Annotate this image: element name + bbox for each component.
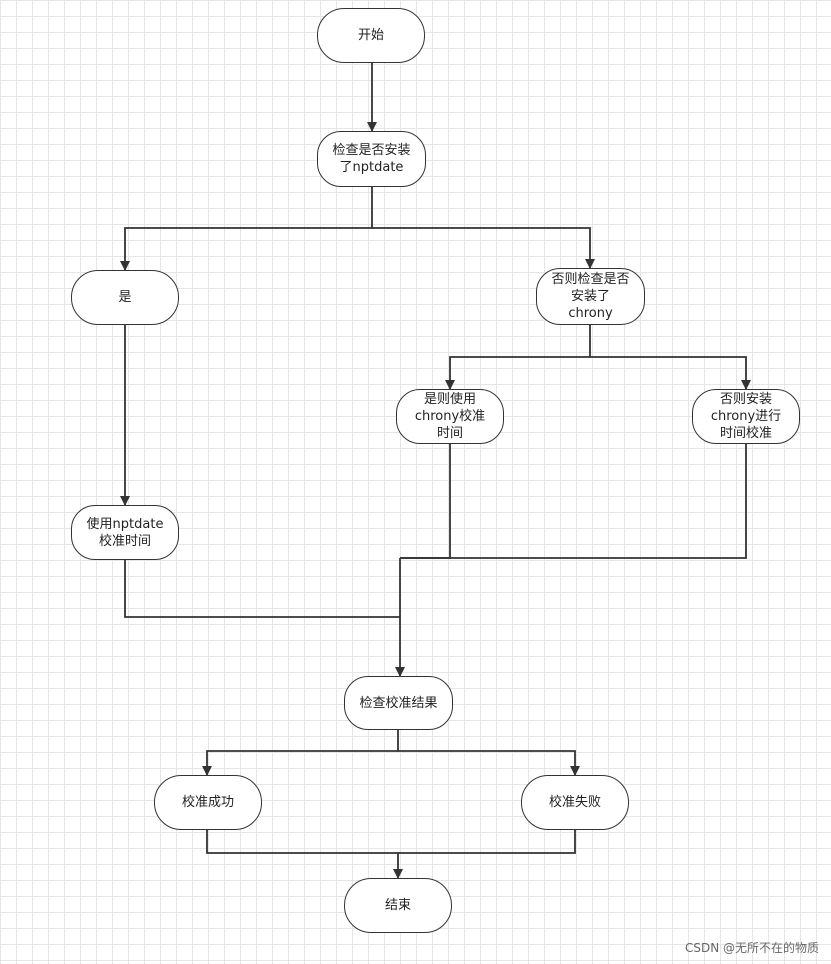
node-use-ntpdate: 使用nptdate 校准时间 bbox=[71, 505, 179, 560]
node-check-result: 检查校准结果 bbox=[344, 676, 453, 730]
edge-use-chrony-to-merge bbox=[400, 444, 451, 559]
edge-check-result-to-success bbox=[202, 729, 399, 776]
node-else-check-chrony: 否则检查是否 安装了 chrony bbox=[536, 268, 645, 325]
edge-success-to-end bbox=[206, 830, 403, 879]
watermark: CSDN @无所不在的物质 bbox=[684, 941, 819, 955]
edge-else-to-install-chrony bbox=[590, 356, 751, 390]
edge-else-to-use-chrony bbox=[445, 325, 591, 390]
edge-use-ntpdate-to-merge bbox=[124, 560, 400, 618]
node-check-ntpdate: 检查是否安装 了nptdate bbox=[317, 131, 426, 187]
node-failure: 校准失败 bbox=[521, 775, 629, 830]
edge-failure-to-end bbox=[398, 830, 576, 854]
node-use-chrony: 是则使用 chrony校准 时间 bbox=[396, 389, 504, 444]
edge-check-to-yes bbox=[120, 186, 373, 271]
edge-install-chrony-to-merge bbox=[400, 444, 747, 559]
node-end: 结束 bbox=[344, 878, 452, 933]
edge-check-result-to-failure bbox=[398, 750, 580, 776]
node-yes: 是 bbox=[71, 270, 179, 325]
node-install-chrony: 否则安装 chrony进行 时间校准 bbox=[692, 389, 800, 444]
node-start: 开始 bbox=[317, 8, 425, 63]
edge-check-to-else bbox=[372, 227, 595, 269]
node-success: 校准成功 bbox=[154, 775, 262, 830]
